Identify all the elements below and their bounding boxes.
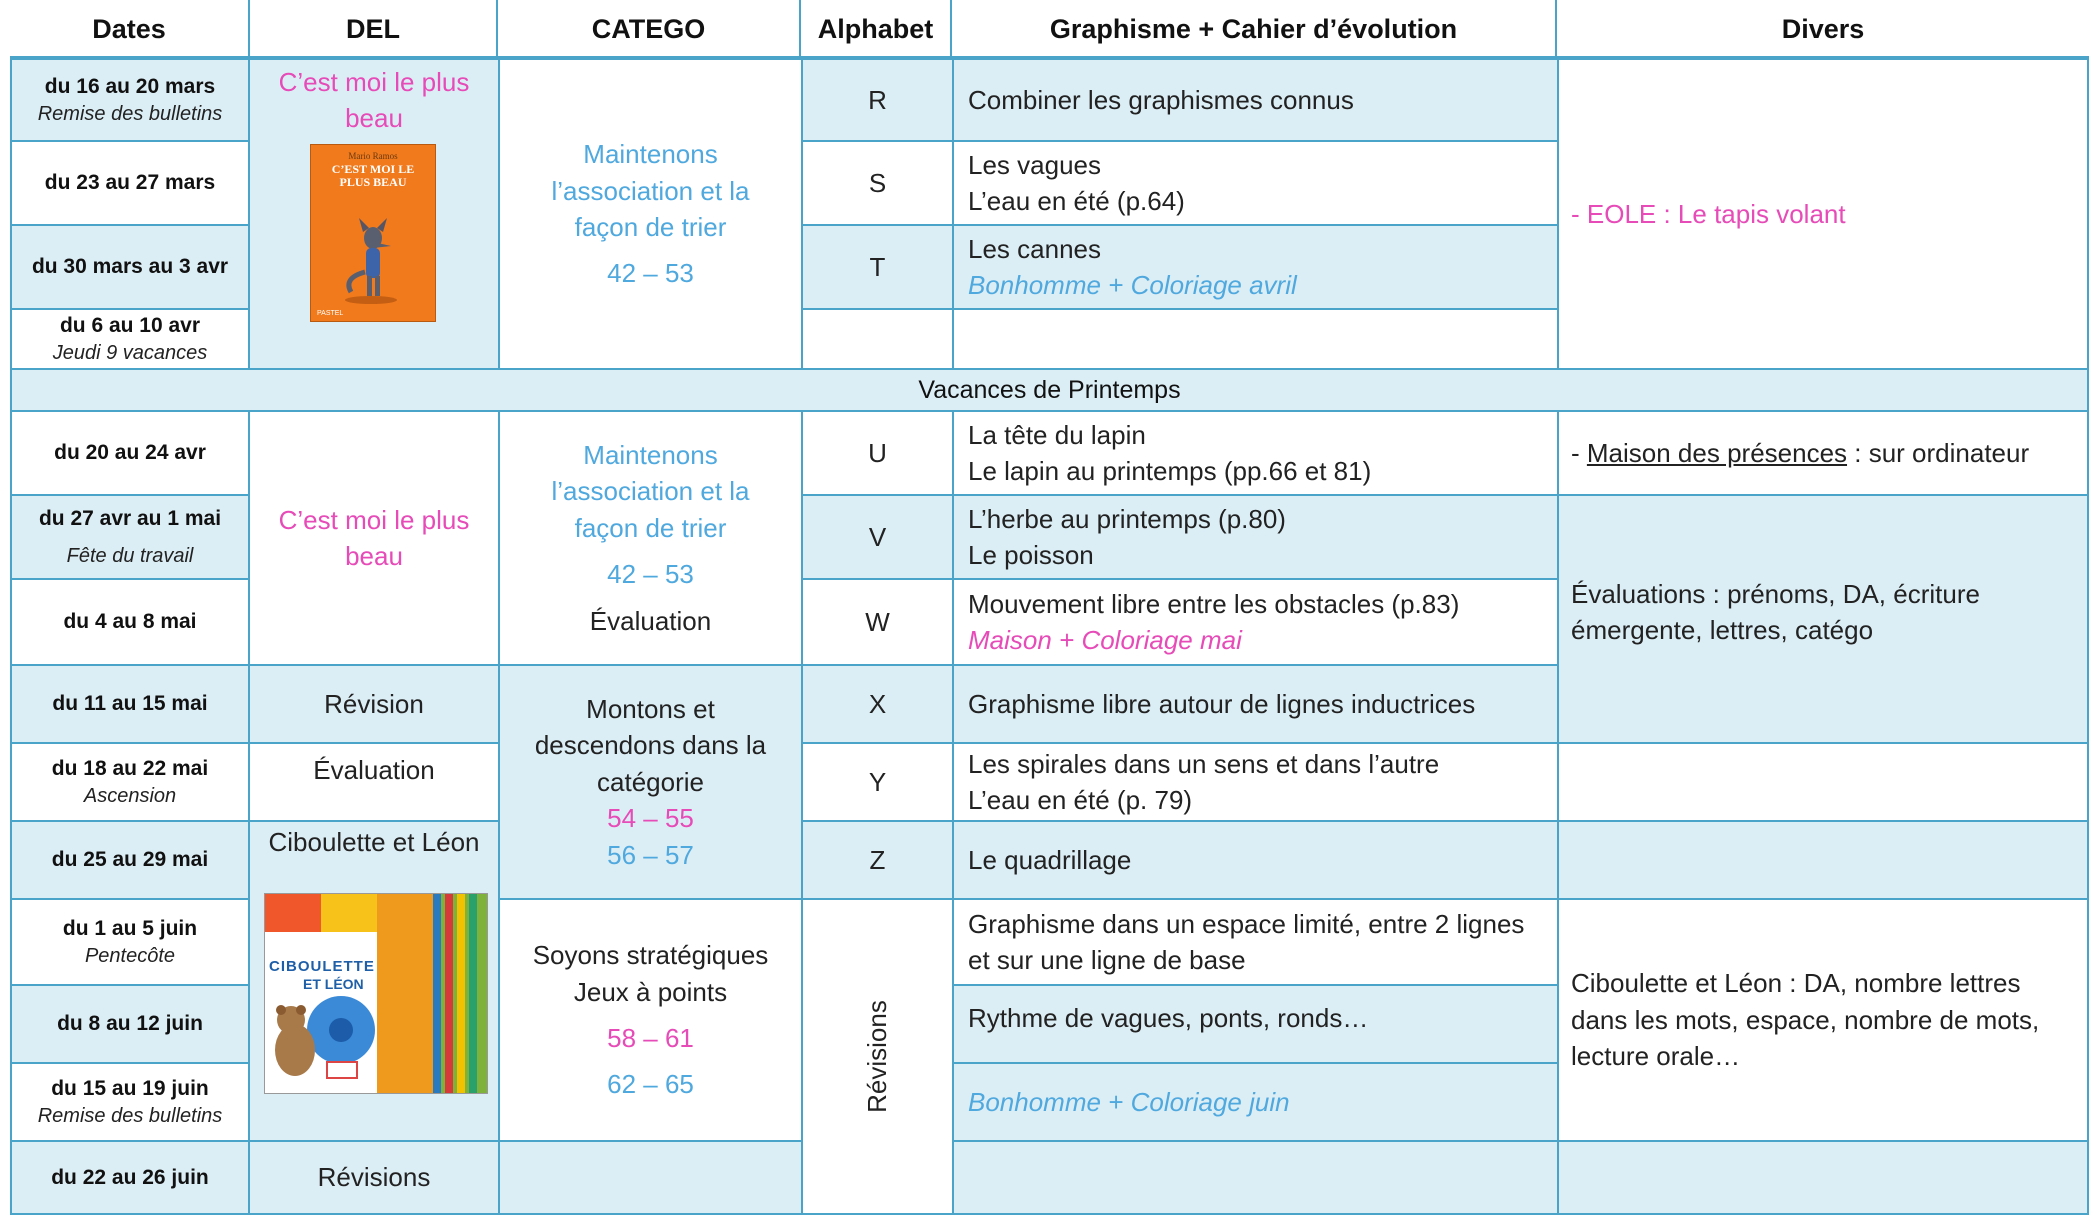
del-cell: C’est moi le plus beau [248, 410, 500, 666]
week-row: du 25 au 29 mai [10, 820, 250, 900]
book-cover-cest-moi-le-plus-beau: Mario Ramos C’EST MOI LE PLUS BEAU PASTE… [310, 144, 436, 322]
del-cell: Révision [248, 664, 500, 744]
wolf-illustration [345, 218, 397, 305]
vacation-row: Vacances de Printemps [10, 368, 2089, 412]
alphabet-cell-v: V [801, 494, 954, 580]
alphabet-cell-t: T [801, 224, 954, 310]
divers-cell [1557, 820, 2089, 900]
graphisme-cell: Graphisme dans un espace limité, entre 2… [952, 898, 1559, 986]
catego-cell: Soyons stratégiques Jeux à points 58 – 6… [498, 898, 803, 1142]
catego-cell [498, 1140, 803, 1215]
del-cell: Révisions [248, 1140, 500, 1215]
week-row: du 30 mars au 3 avr [10, 224, 250, 310]
week-row: du 20 au 24 avr [10, 410, 250, 496]
alphabet-cell-revisions: Révisions [801, 898, 954, 1215]
catego-cell: Maintenons l’association et la façon de … [498, 410, 803, 666]
divers-cell [1557, 742, 2089, 822]
alphabet-cell-z: Z [801, 820, 954, 900]
graphisme-cell: Graphisme libre autour de lignes inductr… [952, 664, 1559, 744]
alphabet-cell-w: W [801, 578, 954, 666]
graphisme-cell [952, 1140, 1559, 1215]
divers-cell: Ciboulette et Léon : DA, nombre lettres … [1557, 898, 2089, 1142]
maison-des-presences-link[interactable]: Maison des présences [1586, 437, 1848, 468]
header-alphabet: Alphabet [801, 0, 952, 58]
divers-cell: - Maison des présences : sur ordinateur [1557, 410, 2089, 496]
graphisme-cell: L’herbe au printemps (p.80)Le poisson [952, 494, 1559, 580]
graphisme-cell: Bonhomme + Coloriage juin [952, 1062, 1559, 1142]
header-del: DEL [250, 0, 498, 58]
alphabet-cell-y: Y [801, 742, 954, 822]
week-row: du 22 au 26 juin [10, 1140, 250, 1215]
graphisme-cell: Combiner les graphismes connus [952, 58, 1559, 142]
graphisme-cell [952, 308, 1559, 370]
week-row: du 23 au 27 mars [10, 140, 250, 226]
catego-cell: Montons et descendons dans la catégorie … [498, 664, 803, 900]
week-row: du 4 au 8 mai [10, 578, 250, 666]
alphabet-cell-empty [801, 308, 954, 370]
graphisme-cell: Rythme de vagues, ponts, ronds… [952, 984, 1559, 1064]
divers-cell: - EOLE : Le tapis volant [1557, 58, 2089, 370]
header-divers: Divers [1781, 13, 1865, 44]
divers-cell: Évaluations : prénoms, DA, écriture émer… [1557, 494, 2089, 744]
header-catego: CATEGO [498, 0, 801, 58]
graphisme-cell: Les spirales dans un sens et dans l’autr… [952, 742, 1559, 822]
divers-cell [1557, 1140, 2089, 1215]
week-row: du 11 au 15 mai [10, 664, 250, 744]
book-cover-ciboulette-et-leon: CIBOULETTE ET LÉON [264, 893, 488, 1094]
alphabet-cell-r: R [801, 58, 954, 142]
bear-and-hedgehog-illustration [275, 996, 375, 1079]
graphisme-cell: Mouvement libre entre les obstacles (p.8… [952, 578, 1559, 666]
alphabet-cell-u: U [801, 410, 954, 496]
graphisme-cell: Le quadrillage [952, 820, 1559, 900]
header-graphisme: Graphisme + Cahier d’évolution [952, 0, 1557, 58]
del-cell: Évaluation [248, 742, 500, 822]
alphabet-cell-s: S [801, 140, 954, 226]
week-row: du 8 au 12 juin [10, 984, 250, 1064]
alphabet-cell-x: X [801, 664, 954, 744]
header-dates: Dates [10, 0, 250, 58]
catego-cell: Maintenons l’association et la façon de … [498, 58, 803, 370]
